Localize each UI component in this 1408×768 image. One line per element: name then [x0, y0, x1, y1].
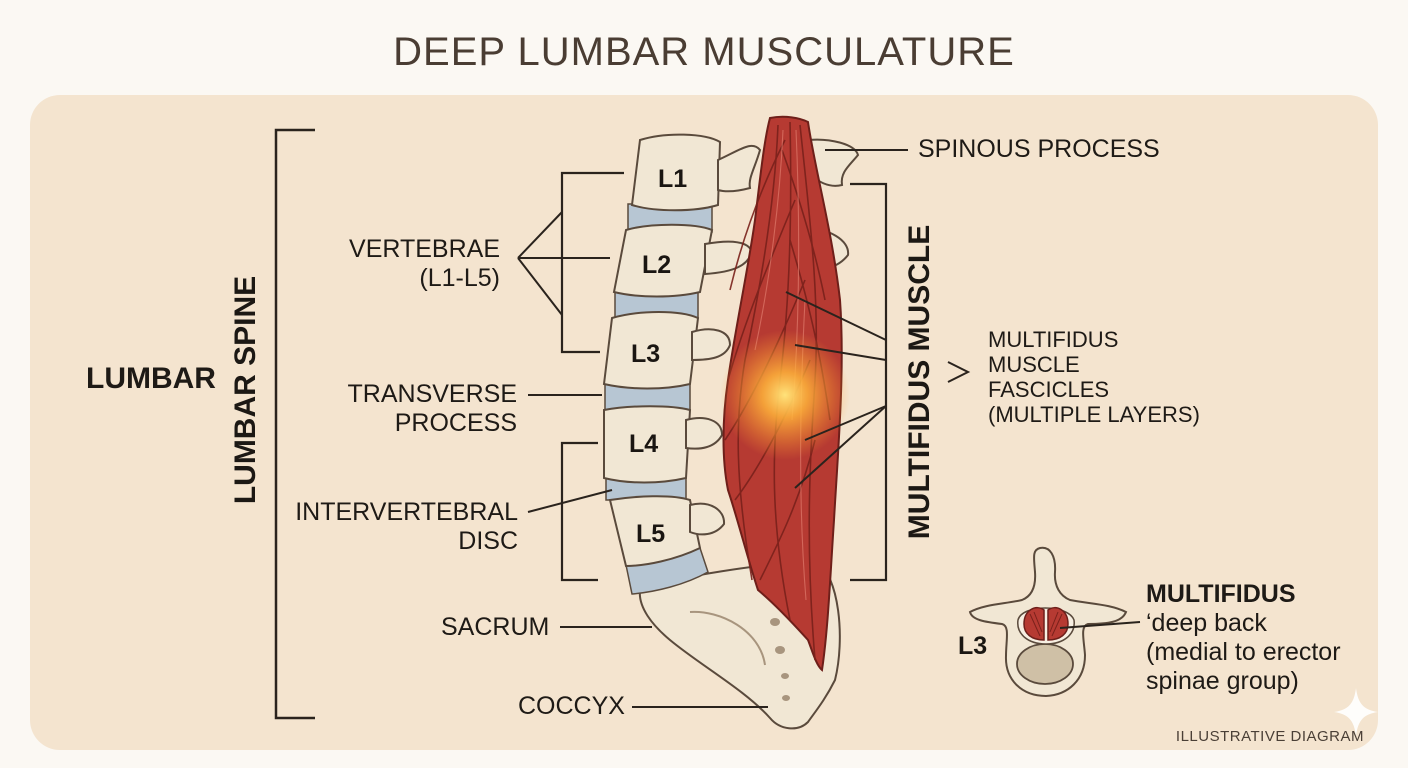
sparkle-icon [1334, 688, 1378, 736]
intervertebral-disc-label: INTERVERTEBRAL DISC [295, 498, 518, 555]
spinous-process-label: SPINOUS PROCESS [918, 135, 1160, 163]
vertebra-label-l2: L2 [642, 251, 672, 279]
disc-leader [527, 489, 613, 513]
lumbar-label: LUMBAR [86, 362, 216, 395]
vertebrae-pointers [517, 211, 610, 316]
inset-l3-label: L3 [958, 632, 988, 660]
multifidus-muscle-shape [720, 115, 850, 672]
lumbar-spine-label: LUMBAR SPINE [229, 275, 262, 505]
vertebra-label-l1: L1 [658, 165, 688, 193]
vertebra-label-l5: L5 [636, 520, 666, 548]
footer-note: ILLUSTRATIVE DIAGRAM [1175, 728, 1364, 745]
inset-description: MULTIFIDUS ‘deep back (medial to erector… [1146, 580, 1341, 695]
coccyx-label: COCCYX [518, 692, 625, 720]
l4-l5-bracket [560, 441, 598, 582]
multifidus-bracket [850, 182, 888, 582]
vertebrae-label: VERTEBRAE (L1-L5) [349, 235, 500, 292]
sacrum-label: SACRUM [441, 613, 550, 641]
vertebra-label-l4: L4 [629, 430, 659, 458]
inset-leader [1059, 621, 1141, 629]
vertebra-label-l3: L3 [631, 340, 661, 368]
fascicle-pointers [785, 291, 887, 489]
fascicle-arrow [947, 361, 971, 383]
vertebrae-bracket [560, 171, 624, 354]
transverse-process-label: TRANSVERSE PROCESS [347, 380, 517, 437]
pain-glow [720, 330, 850, 460]
lumbar-spine-bracket [274, 128, 315, 720]
page-title: DEEP LUMBAR MUSCULATURE [393, 30, 1015, 74]
multifidus-fascicles-label: MULTIFIDUS MUSCLE FASCICLES (MULTIPLE LA… [988, 327, 1200, 427]
vertebra-l1-bone [630, 133, 860, 212]
l3-cross-section [968, 546, 1141, 698]
multifidus-muscle-label: MULTIFIDUS MUSCLE [903, 224, 936, 540]
